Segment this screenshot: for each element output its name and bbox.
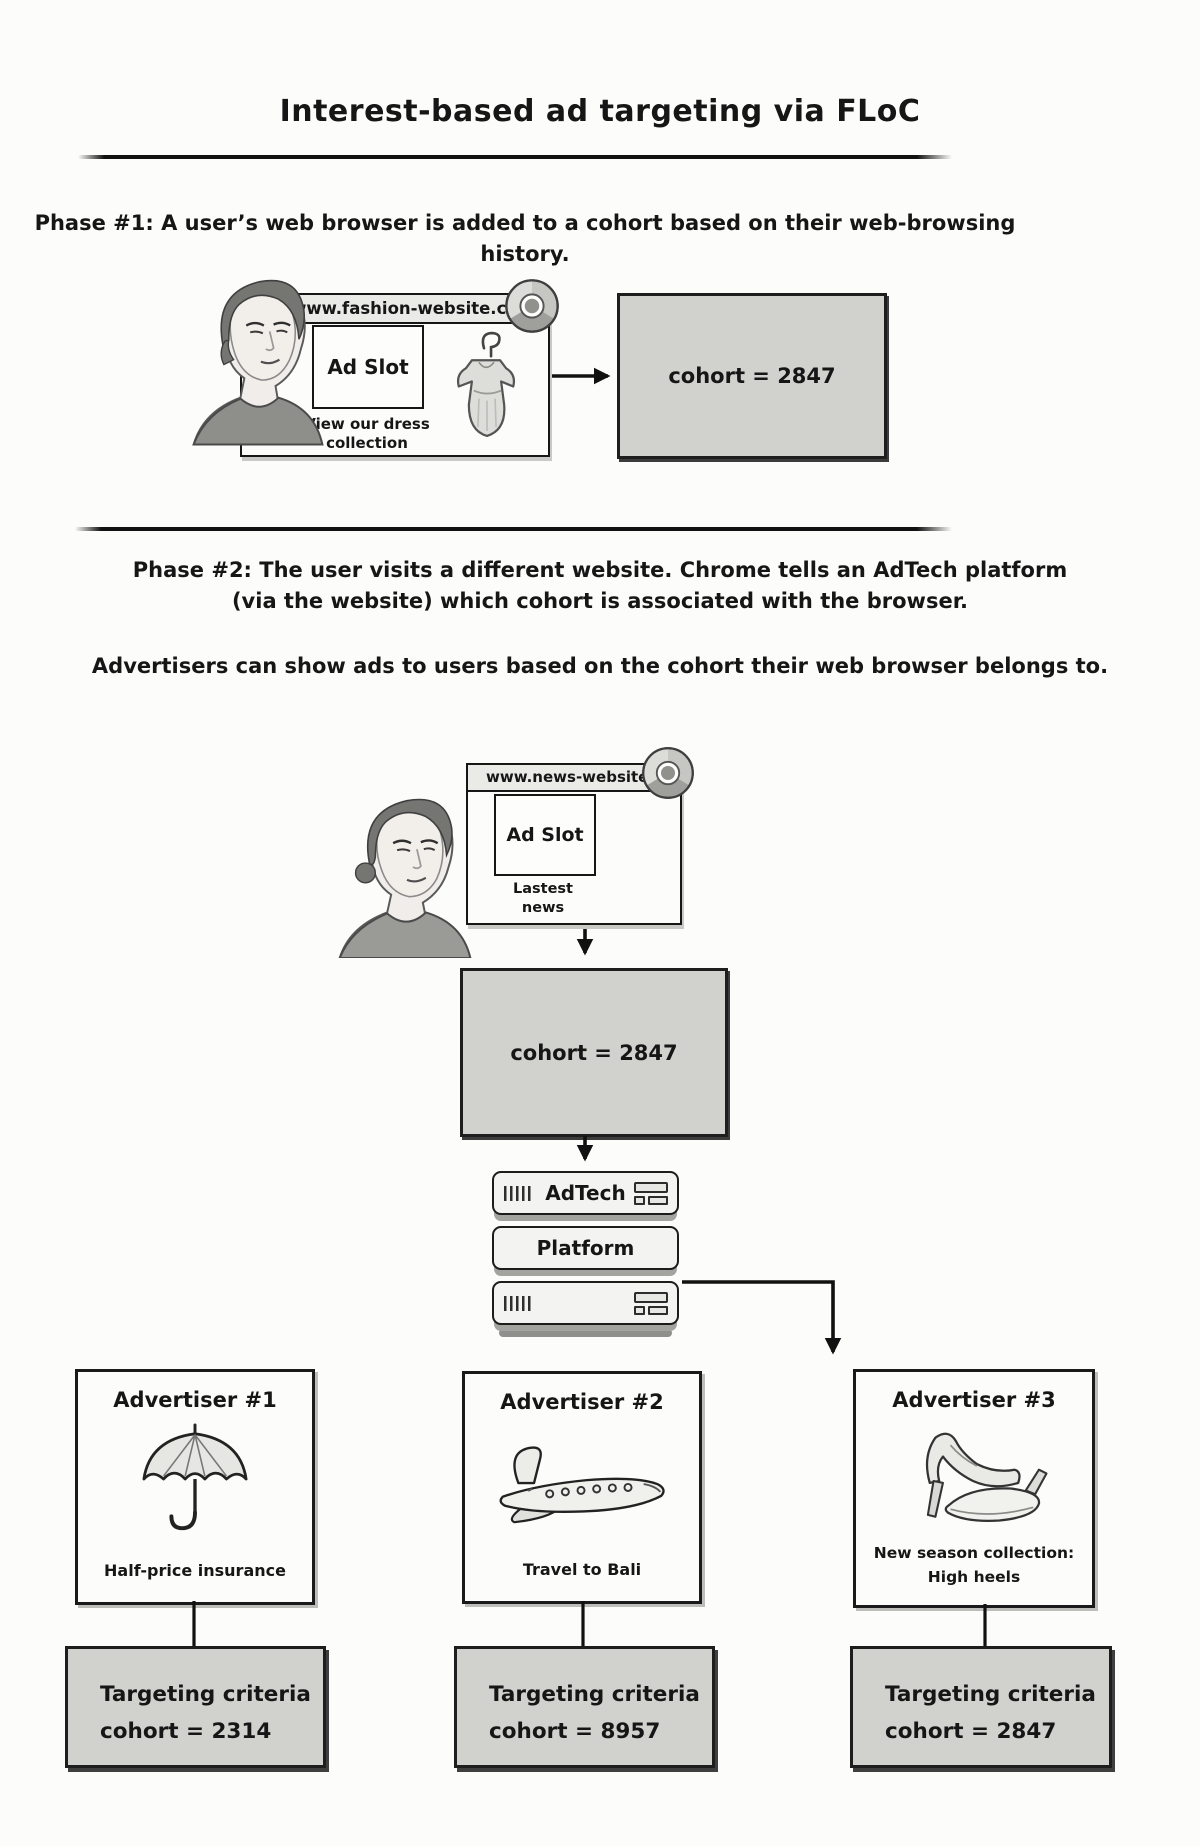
caption-line: Lastest: [513, 881, 573, 897]
airplane-icon: [499, 1446, 665, 1524]
person-icon: [192, 279, 324, 446]
criteria-line: Targeting criteria: [489, 1682, 700, 1707]
ad-slot-box: Ad Slot: [494, 794, 596, 876]
server-unit-bottom: [492, 1281, 679, 1325]
high-heels-icon: [925, 1432, 1048, 1522]
phase2-heading: Phase #2: The user visits a different we…: [0, 555, 1200, 617]
criteria-line: Targeting criteria: [885, 1682, 1096, 1707]
cohort-box: cohort = 2847: [617, 293, 887, 459]
advertiser1-card: Advertiser #1 Half-price insurance: [75, 1369, 315, 1605]
advertiser2-card: Advertiser #2 Travel to Bali: [462, 1371, 702, 1604]
chrome-icon: [505, 279, 559, 333]
platform-label-line1: AdTech: [545, 1181, 626, 1205]
advertiser3-offer-line1: New season collection:: [873, 1544, 1075, 1562]
server-base-shadow: [499, 1329, 672, 1337]
ad-slot-box: Ad Slot: [312, 325, 424, 409]
phase2-heading-line1: Phase #2: The user visits a different we…: [132, 558, 1068, 582]
advertiser2-name: Advertiser #2: [500, 1390, 664, 1414]
criteria-line: cohort = 2847: [885, 1719, 1057, 1744]
page-title: Interest-based ad targeting via FLoC: [279, 94, 921, 129]
ad-slot-caption: Lastest news: [478, 880, 608, 918]
advertiser2-offer: Travel to Bali: [522, 1560, 642, 1579]
adtech-platform-server: AdTech Platform: [492, 1171, 679, 1337]
chrome-icon: [642, 747, 694, 799]
server-unit-middle: Platform: [492, 1226, 679, 1270]
advertiser3-card: Advertiser #3 New season collection: Hig…: [853, 1369, 1095, 1608]
person-icon: [338, 798, 472, 958]
advertiser3-name: Advertiser #3: [892, 1388, 1056, 1412]
criteria-line: cohort = 2314: [100, 1719, 272, 1744]
server-slots-icon: [634, 1292, 668, 1315]
caption-line: news: [521, 900, 565, 916]
targeting-criteria-box-3: Targeting criteria cohort = 2847: [850, 1646, 1112, 1768]
ad-slot-caption: View our dress collection: [272, 415, 462, 453]
advertiser3-offer-line2: High heels: [927, 1568, 1021, 1586]
advertiser3-offer: New season collection: High heels: [856, 1541, 1092, 1589]
targeting-criteria-box-1: Targeting criteria cohort = 2314: [65, 1646, 326, 1768]
targeting-criteria-box-2: Targeting criteria cohort = 8957: [454, 1646, 715, 1768]
criteria-line: cohort = 8957: [489, 1719, 661, 1744]
server-vent-icon: [504, 1296, 534, 1311]
dress-icon: [456, 331, 516, 438]
phase1-heading: Phase #1: A user’s web browser is added …: [34, 211, 1016, 266]
news-browser-window: www.news-website.com Ad Slot Lastest new…: [466, 747, 694, 925]
server-vent-icon: [504, 1186, 534, 1201]
criteria-line: Targeting criteria: [100, 1682, 311, 1707]
divider-top: [78, 155, 952, 159]
cohort-box: cohort = 2847: [460, 968, 728, 1137]
platform-label-line2: Platform: [536, 1236, 635, 1260]
phase2-note: Advertisers can show ads to users based …: [91, 654, 1109, 678]
server-slots-icon: [634, 1182, 668, 1205]
advertiser1-offer: Half-price insurance: [104, 1561, 286, 1580]
caption-line: collection: [326, 434, 408, 452]
server-unit-top: AdTech: [492, 1171, 679, 1215]
arrow-platform-to-advertiser3: [682, 1280, 842, 1355]
advertiser1-name: Advertiser #1: [113, 1388, 277, 1412]
divider-middle: [75, 527, 952, 531]
phase2-heading-line2: (via the website) which cohort is associ…: [231, 589, 969, 613]
caption-line: View our dress: [304, 415, 430, 433]
umbrella-icon: [142, 1423, 248, 1531]
